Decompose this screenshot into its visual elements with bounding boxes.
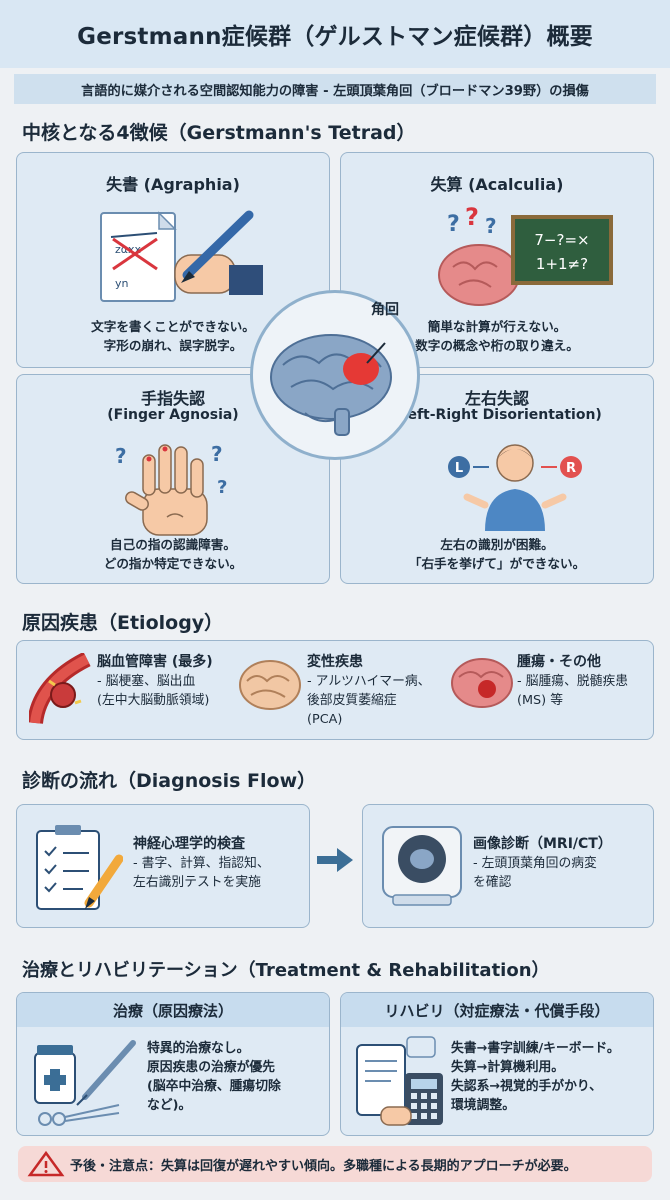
svg-text:?: ? (211, 442, 223, 466)
etiology-item-2-line1: - アルツハイマー病、 (307, 674, 431, 689)
brain-angular-gyrus-icon (270, 334, 392, 436)
etiology-item-3-line1: - 脳腫瘍、脱髄疾患 (517, 674, 629, 689)
brain-center-circle: 角回 (250, 290, 420, 460)
diagnosis-heading: 診断の流れ（Diagnosis Flow） (22, 770, 317, 792)
treatment-left-line4: など)。 (147, 1098, 192, 1113)
treatment-left-line1: 特異的治療なし。 (147, 1041, 250, 1056)
diagnosis-step-1-line1: - 書字、計算、指認知、 (133, 856, 270, 871)
left-right-subtitle: (Left-Right Disorientation) (392, 407, 602, 423)
acalculia-title: 失算 (Acalculia) (430, 175, 564, 194)
clipboard-pencil-icon (36, 825, 123, 910)
finger-agnosia-subtitle: (Finger Agnosia) (107, 407, 239, 423)
diagnosis-step-1-text: 神経心理学的検査 - 書字、計算、指認知、 左右識別テストを実施 (133, 835, 270, 892)
agraphia-card: 失書 (Agraphia) zαxx yn 文字を書くことができない。 字形の崩… (16, 152, 330, 368)
etiology-item-2-title: 変性疾患 (307, 654, 363, 670)
svg-text:?: ? (217, 477, 227, 498)
treatment-right-box: リハビリ（対症療法・代償手段） 失書→書字訓練/キーボード。 失算→計算機利用。… (340, 992, 654, 1136)
etiology-item-1: 脳血管障害 (最多) - 脳梗塞、脳出血 (左中大脳動脈領域) (97, 653, 213, 710)
left-right-desc-2: 「右手を挙げて」ができない。 (408, 556, 586, 571)
finger-agnosia-desc-2: どの指か特定できない。 (103, 556, 243, 571)
treatment-right-line2: 失算→計算機利用。 (451, 1060, 565, 1075)
treatment-right-text: 失書→書字訓練/キーボード。 失算→計算機利用。 失認系→視覚的手がかり、 環境… (451, 1039, 620, 1115)
diagnosis-step-1-line2: 左右識別テストを実施 (133, 875, 261, 890)
agraphia-desc-1: 文字を書くことができない。 (91, 319, 255, 334)
svg-text:?: ? (465, 205, 479, 231)
page-title: Gerstmann症候群（ゲルストマン症候群）概要 (0, 0, 670, 68)
etiology-item-3: 腫瘍・その他 - 脳腫瘍、脱髄疾患 (MS) 等 (517, 653, 628, 710)
diagnosis-step-1-title: 神経心理学的検査 (133, 836, 245, 852)
treatment-right-line1: 失書→書字訓練/キーボード。 (451, 1041, 620, 1056)
board-line-1: 7−?=× (534, 231, 589, 249)
treatment-left-text: 特異的治療なし。 原因疾患の治療が優先 (脳卒中治療、腫瘍切除 など)。 (147, 1039, 281, 1115)
treatment-right-line4: 環境調整。 (451, 1098, 515, 1113)
warning-triangle-icon (27, 1150, 65, 1177)
etiology-item-2-line2: 後部皮質萎縮症 (307, 693, 397, 708)
diagnosis-step-2-line1: - 左頭頂葉角回の病変 (473, 856, 597, 871)
svg-text:?: ? (447, 212, 460, 237)
treatment-right-line3: 失認系→視覚的手がかり、 (451, 1079, 602, 1094)
acalculia-card: 失算 (Acalculia) ? ? ? 7−?=× 1+1≠? 簡単な計算が行… (340, 152, 654, 368)
acalculia-desc-1: 簡単な計算が行えない。 (427, 319, 567, 334)
angular-gyrus-label: 角回 (371, 302, 399, 318)
diagnosis-step-2-text: 画像診断（MRI/CT） - 左頭頂葉角回の病変 を確認 (473, 835, 612, 892)
blood-vessel-icon (29, 653, 91, 725)
diagnosis-step-2-line2: を確認 (473, 875, 512, 890)
svg-text:?: ? (115, 444, 127, 468)
left-badge: L (455, 461, 463, 476)
degenerated-brain-icon (239, 660, 301, 710)
brain-tumor-icon (451, 658, 513, 708)
svg-text:?: ? (485, 214, 497, 238)
diagnosis-step-2-title: 画像診断（MRI/CT） (473, 836, 612, 852)
writing-hand-icon: zαxx yn (100, 210, 263, 302)
etiology-box: 脳血管障害 (最多) - 脳梗塞、脳出血 (左中大脳動脈領域) 変性疾患 - ア… (16, 640, 654, 740)
warning-banner: 予後・注意点：失算は回復が遅れやすい傾向。多職種による長期的アプローチが必要。 (18, 1146, 652, 1182)
right-badge: R (566, 461, 576, 476)
treatment-left-header: 治療（原因療法） (17, 993, 329, 1027)
etiology-item-2-line3: (PCA) (307, 712, 343, 727)
etiology-item-3-title: 腫瘍・その他 (517, 654, 601, 670)
diagnosis-step-1: 神経心理学的検査 - 書字、計算、指認知、 左右識別テストを実施 (16, 804, 310, 928)
etiology-item-1-line2: (左中大脳動脈領域) (97, 693, 210, 708)
left-right-card: 左右失認 (Left-Right Disorientation) L R 左右の… (340, 374, 654, 584)
treatment-left-box: 治療（原因療法） 特異的治療なし。 原因疾患の治療が優先 (脳卒中治療、腫瘍切除… (16, 992, 330, 1136)
scribble-text-2: yn (115, 277, 129, 290)
warning-text: 予後・注意点：失算は回復が遅れやすい傾向。多職種による長期的アプローチが必要。 (70, 1158, 577, 1174)
finger-agnosia-desc-1: 自己の指の認識障害。 (110, 537, 236, 552)
agraphia-title: 失書 (Agraphia) (106, 175, 240, 194)
diagnosis-step-2: 画像診断（MRI/CT） - 左頭頂葉角回の病変 を確認 (362, 804, 654, 928)
etiology-item-1-line1: - 脳梗塞、脳出血 (97, 674, 196, 689)
etiology-heading: 原因疾患（Etiology） (22, 612, 224, 634)
hand-question-icon: ? ? ? (115, 442, 227, 536)
etiology-item-2: 変性疾患 - アルツハイマー病、 後部皮質萎縮症 (PCA) (307, 653, 430, 729)
treatment-left-line3: (脳卒中治療、腫瘍切除 (147, 1079, 281, 1094)
page-subtitle: 言語的に媒介される空間認知能力の障害 - 左頭頂葉角回（ブロードマン39野）の損… (14, 74, 656, 104)
tetrad-heading: 中核となる4徴候（Gerstmann's Tetrad） (22, 122, 416, 144)
confused-brain-calc-icon: ? ? ? 7−?=× 1+1≠? (438, 205, 613, 306)
arrow-right-icon (317, 848, 353, 872)
acalculia-desc-2: 数字の概念や桁の取り違え。 (415, 338, 579, 353)
etiology-item-3-line2: (MS) 等 (517, 693, 564, 708)
board-line-2: 1+1≠? (536, 255, 588, 273)
tablet-calculator-icon (356, 1036, 443, 1126)
medicine-tools-icon (34, 1040, 136, 1126)
treatment-left-line2: 原因疾患の治療が優先 (147, 1060, 275, 1075)
finger-agnosia-title: 手指失認 (140, 389, 205, 408)
person-shrug-icon: L R (448, 444, 582, 531)
left-right-desc-1: 左右の識別が困難。 (440, 537, 554, 552)
agraphia-desc-2: 字形の崩れ、誤字脱字。 (103, 338, 243, 353)
treatment-right-header: リハビリ（対症療法・代償手段） (341, 993, 653, 1027)
etiology-item-1-title: 脳血管障害 (最多) (97, 654, 213, 670)
mri-scanner-icon (382, 826, 462, 906)
left-right-title: 左右失認 (464, 389, 529, 408)
treatment-heading: 治療とリハビリテーション（Treatment & Rehabilitation） (22, 960, 550, 981)
